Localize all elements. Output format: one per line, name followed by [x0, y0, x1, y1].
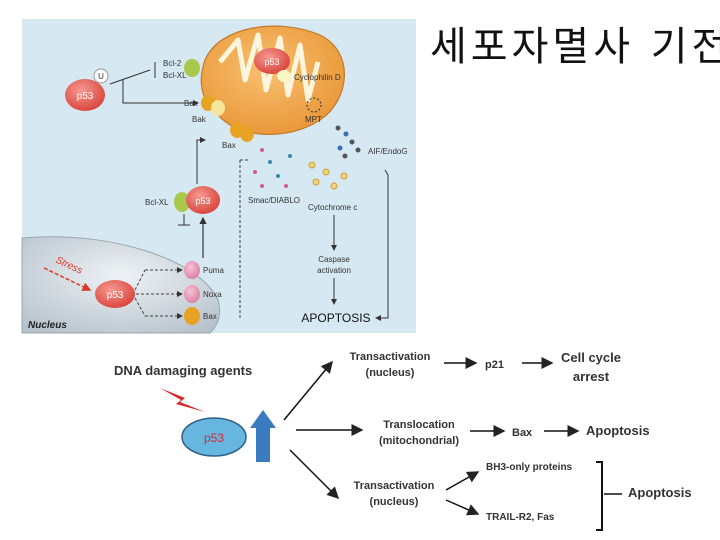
- bclxl-mid-label: Bcl-XL: [145, 198, 169, 207]
- noxa-node: [184, 285, 200, 303]
- line-to-bcl2: [109, 69, 151, 85]
- trans2-line1: Transactivation: [354, 480, 435, 492]
- p53-mid-node: [186, 186, 220, 214]
- top-apoptosis-label: APOPTOSIS: [301, 311, 370, 325]
- arrow-to-bh3: [445, 471, 480, 491]
- dna-agents-label: DNA damaging agents: [114, 363, 252, 378]
- cytc-label: Cytochrome c: [308, 203, 357, 212]
- p53-bottom-label: p53: [204, 431, 224, 445]
- puma-label: Puma: [203, 266, 224, 275]
- released-particles: [253, 125, 361, 190]
- bax2-label: Bax: [222, 141, 236, 150]
- bax-nucleus-node: [184, 307, 200, 325]
- p53-mito-label: p53: [264, 57, 279, 67]
- cellcycle-line2: arrest: [573, 369, 610, 384]
- p53-left-label: p53: [77, 91, 94, 102]
- bclxl-label: Bcl-XL: [163, 71, 187, 80]
- lightning-icon: [160, 388, 205, 412]
- bak-mito-node: [211, 100, 225, 116]
- mpt-label: MPT: [305, 115, 322, 124]
- aif-label: AIF/EndoG: [368, 147, 408, 156]
- aif-arrow: [375, 169, 389, 321]
- apoptosis2-label: Apoptosis: [628, 485, 692, 500]
- p21-label: p21: [485, 359, 504, 371]
- cyclophilin-node: [277, 70, 291, 82]
- ubiquitin-node: [93, 68, 109, 84]
- smac-label: Smac/DIABLO: [248, 196, 300, 205]
- bax-nucleus-label: Bax: [203, 312, 217, 321]
- trans1-line1: Transactivation: [350, 351, 431, 363]
- caspase-label-2: activation: [317, 266, 351, 275]
- dash-line-b: [134, 297, 146, 317]
- arrow-to-bax: [122, 80, 199, 106]
- cyclophilin-label: Cyclophilin D: [294, 73, 341, 82]
- bclxl-mid-node: [174, 192, 190, 212]
- ubiquitin-label: U: [98, 72, 104, 81]
- mpt-pore: [306, 97, 322, 113]
- nucleus-label: Nucleus: [28, 320, 67, 331]
- bax-mito-node-3: [240, 126, 254, 142]
- p53-mito-node: [254, 48, 290, 74]
- bcl2-label: Bcl-2: [163, 59, 182, 68]
- bax1-label: Bax: [184, 99, 198, 108]
- bcl2-node: [184, 59, 200, 77]
- noxa-label: Noxa: [203, 290, 222, 299]
- cellcycle-line1: Cell cycle: [561, 350, 621, 365]
- bh3-label: BH3-only proteins: [486, 462, 573, 473]
- page-title: 세포자멸사 기전: [430, 24, 720, 70]
- arrow-to-bak: [196, 137, 206, 184]
- dash-line-a: [134, 269, 146, 291]
- p53-nucleus-node: [95, 280, 135, 308]
- caspase-label-1: Caspase: [318, 255, 350, 264]
- apoptosis1-label: Apoptosis: [586, 423, 650, 438]
- trans1-line2: (nucleus): [366, 367, 415, 379]
- transl-line2: (mitochondrial): [379, 435, 459, 447]
- trail-label: TRAIL-R2, Fas: [486, 512, 555, 523]
- p53-bottom-node: [181, 417, 247, 457]
- branch-arrow-down: [289, 449, 340, 500]
- p53-mid-label: p53: [195, 196, 210, 206]
- trans2-line2: (nucleus): [370, 496, 419, 508]
- bak-label: Bak: [192, 115, 207, 124]
- p53-left-node: [65, 79, 105, 111]
- transl-line1: Translocation: [383, 419, 455, 431]
- bracket: [596, 461, 603, 531]
- increase-arrow-icon: [250, 410, 276, 462]
- bax-bottom-label: Bax: [512, 427, 533, 439]
- branch-arrow-up: [283, 360, 333, 421]
- p53-nucleus-label: p53: [107, 290, 124, 301]
- arrow-to-trail: [445, 499, 480, 516]
- puma-node: [184, 261, 200, 279]
- stress-arrow: [43, 267, 92, 291]
